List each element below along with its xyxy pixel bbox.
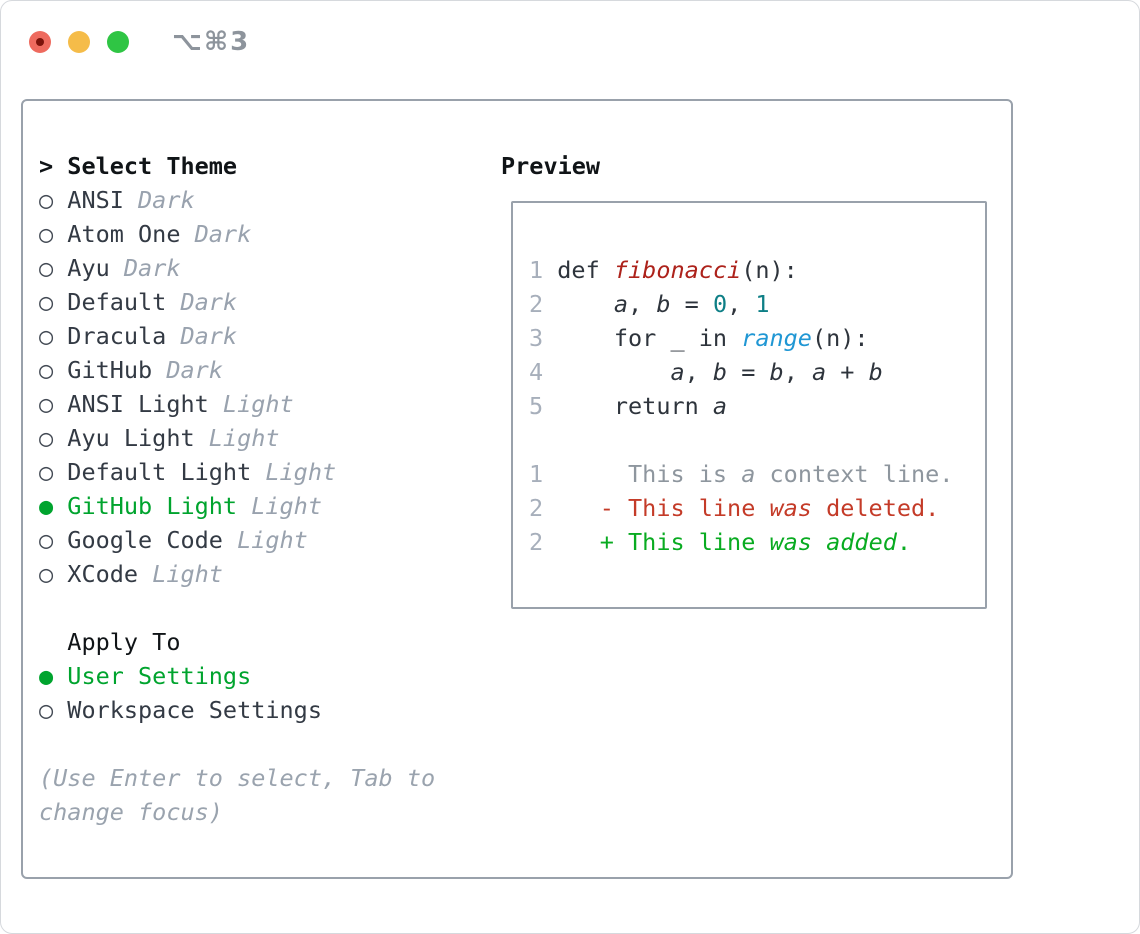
close-dot-icon xyxy=(36,38,44,46)
hint-line-1: (Use Enter to select, Tab to xyxy=(39,761,435,795)
theme-name: Google Code xyxy=(67,526,223,554)
theme-option-github-light[interactable]: ● GitHub Light Light xyxy=(39,489,435,523)
window-title: ⌥⌘3 xyxy=(172,27,251,57)
theme-name: GitHub xyxy=(67,356,153,384)
theme-name: Ayu xyxy=(67,254,110,282)
code-line-2: 2 a, b = 0, 1 xyxy=(529,287,953,321)
radio-icon: ○ xyxy=(39,288,68,316)
diff-line-2: 2 - This line was deleted. xyxy=(529,491,953,525)
select-theme-header: > Select Theme xyxy=(39,149,435,183)
theme-variant-label: Light xyxy=(208,390,294,418)
radio-icon: ○ xyxy=(39,560,68,588)
theme-name: Default xyxy=(67,288,167,316)
radio-icon: ○ xyxy=(39,220,68,248)
minimize-button[interactable] xyxy=(68,31,90,53)
theme-option-ansi-light[interactable]: ○ ANSI Light Light xyxy=(39,387,435,421)
line-number: 2 xyxy=(529,290,544,318)
theme-variant-label: Dark xyxy=(152,356,223,384)
apply-option-workspace-settings[interactable]: ○ Workspace Settings xyxy=(39,693,435,727)
theme-variant-label: Dark xyxy=(180,220,252,248)
theme-variant-label: Light xyxy=(251,458,337,486)
theme-name: XCode xyxy=(67,560,139,588)
theme-variant-label: Dark xyxy=(109,254,181,282)
theme-name: ANSI Light xyxy=(67,390,209,418)
hint-line-2: change focus) xyxy=(39,795,435,829)
code-line-5: 5 return a xyxy=(529,389,953,423)
theme-name: Atom One xyxy=(67,220,181,248)
preview-header: Preview xyxy=(501,152,601,180)
blank-line xyxy=(529,423,953,457)
theme-name: GitHub Light xyxy=(67,492,238,520)
theme-variant-label: Dark xyxy=(123,186,195,214)
spacer xyxy=(39,591,435,625)
line-number: 1 xyxy=(529,256,544,284)
theme-variant-label: Light xyxy=(237,492,322,520)
hint-text: change focus) xyxy=(39,798,223,826)
spacer xyxy=(39,727,435,761)
zoom-button[interactable] xyxy=(107,31,129,53)
theme-option-xcode[interactable]: ○ XCode Light xyxy=(39,557,435,591)
radio-icon: ○ xyxy=(39,254,68,282)
theme-name: Dracula xyxy=(67,322,167,350)
line-number: 3 xyxy=(529,324,544,352)
apply-option-label: User Settings xyxy=(67,662,252,690)
theme-option-github[interactable]: ○ GitHub Dark xyxy=(39,353,435,387)
theme-variant-label: Light xyxy=(222,526,308,554)
diff-line-3: 2 + This line was added. xyxy=(529,525,953,559)
select-theme-title: Select Theme xyxy=(67,152,238,180)
focus-caret: > xyxy=(39,152,68,180)
theme-option-ayu[interactable]: ○ Ayu Dark xyxy=(39,251,435,285)
code-line-3: 3 for _ in range(n): xyxy=(529,321,953,355)
theme-name: Default Light xyxy=(67,458,252,486)
theme-option-default[interactable]: ○ Default Dark xyxy=(39,285,435,319)
radio-selected-icon: ● xyxy=(39,492,68,520)
theme-option-dracula[interactable]: ○ Dracula Dark xyxy=(39,319,435,353)
theme-selector-dialog: > Select Theme○ ANSI Dark○ Atom One Dark… xyxy=(21,99,1013,879)
theme-variant-label: Dark xyxy=(166,322,238,350)
radio-icon: ○ xyxy=(39,696,68,724)
theme-variant-label: Dark xyxy=(166,288,238,316)
diff-line-1: 1 This is a context line. xyxy=(529,457,953,491)
theme-name: Ayu Light xyxy=(67,424,195,452)
theme-option-ayu-light[interactable]: ○ Ayu Light Light xyxy=(39,421,435,455)
theme-variant-label: Light xyxy=(194,424,280,452)
line-number: 5 xyxy=(529,392,544,420)
apply-option-label: Workspace Settings xyxy=(67,696,322,724)
theme-option-default-light[interactable]: ○ Default Light Light xyxy=(39,455,435,489)
hint-text: (Use Enter to select, Tab to xyxy=(39,764,436,792)
radio-icon: ○ xyxy=(39,390,68,418)
theme-list-column: > Select Theme○ ANSI Dark○ Atom One Dark… xyxy=(39,149,435,829)
radio-icon: ○ xyxy=(39,424,68,452)
theme-option-atom-one[interactable]: ○ Atom One Dark xyxy=(39,217,435,251)
radio-icon: ○ xyxy=(39,356,68,384)
code-line-4: 4 a, b = b, a + b xyxy=(529,355,953,389)
radio-icon: ○ xyxy=(39,526,68,554)
radio-icon: ○ xyxy=(39,458,68,486)
line-number: 2 xyxy=(529,494,544,522)
line-number: 4 xyxy=(529,358,544,386)
apply-option-user-settings[interactable]: ● User Settings xyxy=(39,659,435,693)
radio-icon: ○ xyxy=(39,186,68,214)
theme-variant-label: Light xyxy=(138,560,223,588)
theme-option-ansi[interactable]: ○ ANSI Dark xyxy=(39,183,435,217)
radio-icon: ○ xyxy=(39,322,68,350)
radio-selected-icon: ● xyxy=(39,662,68,690)
line-number: 1 xyxy=(529,460,544,488)
apply-to-header: Apply To xyxy=(39,625,435,659)
titlebar: ⌥⌘3 xyxy=(29,27,250,57)
line-number: 2 xyxy=(529,528,544,556)
theme-name: ANSI xyxy=(67,186,124,214)
theme-option-google-code[interactable]: ○ Google Code Light xyxy=(39,523,435,557)
apply-to-title: Apply To xyxy=(39,628,181,656)
close-button[interactable] xyxy=(29,31,51,53)
